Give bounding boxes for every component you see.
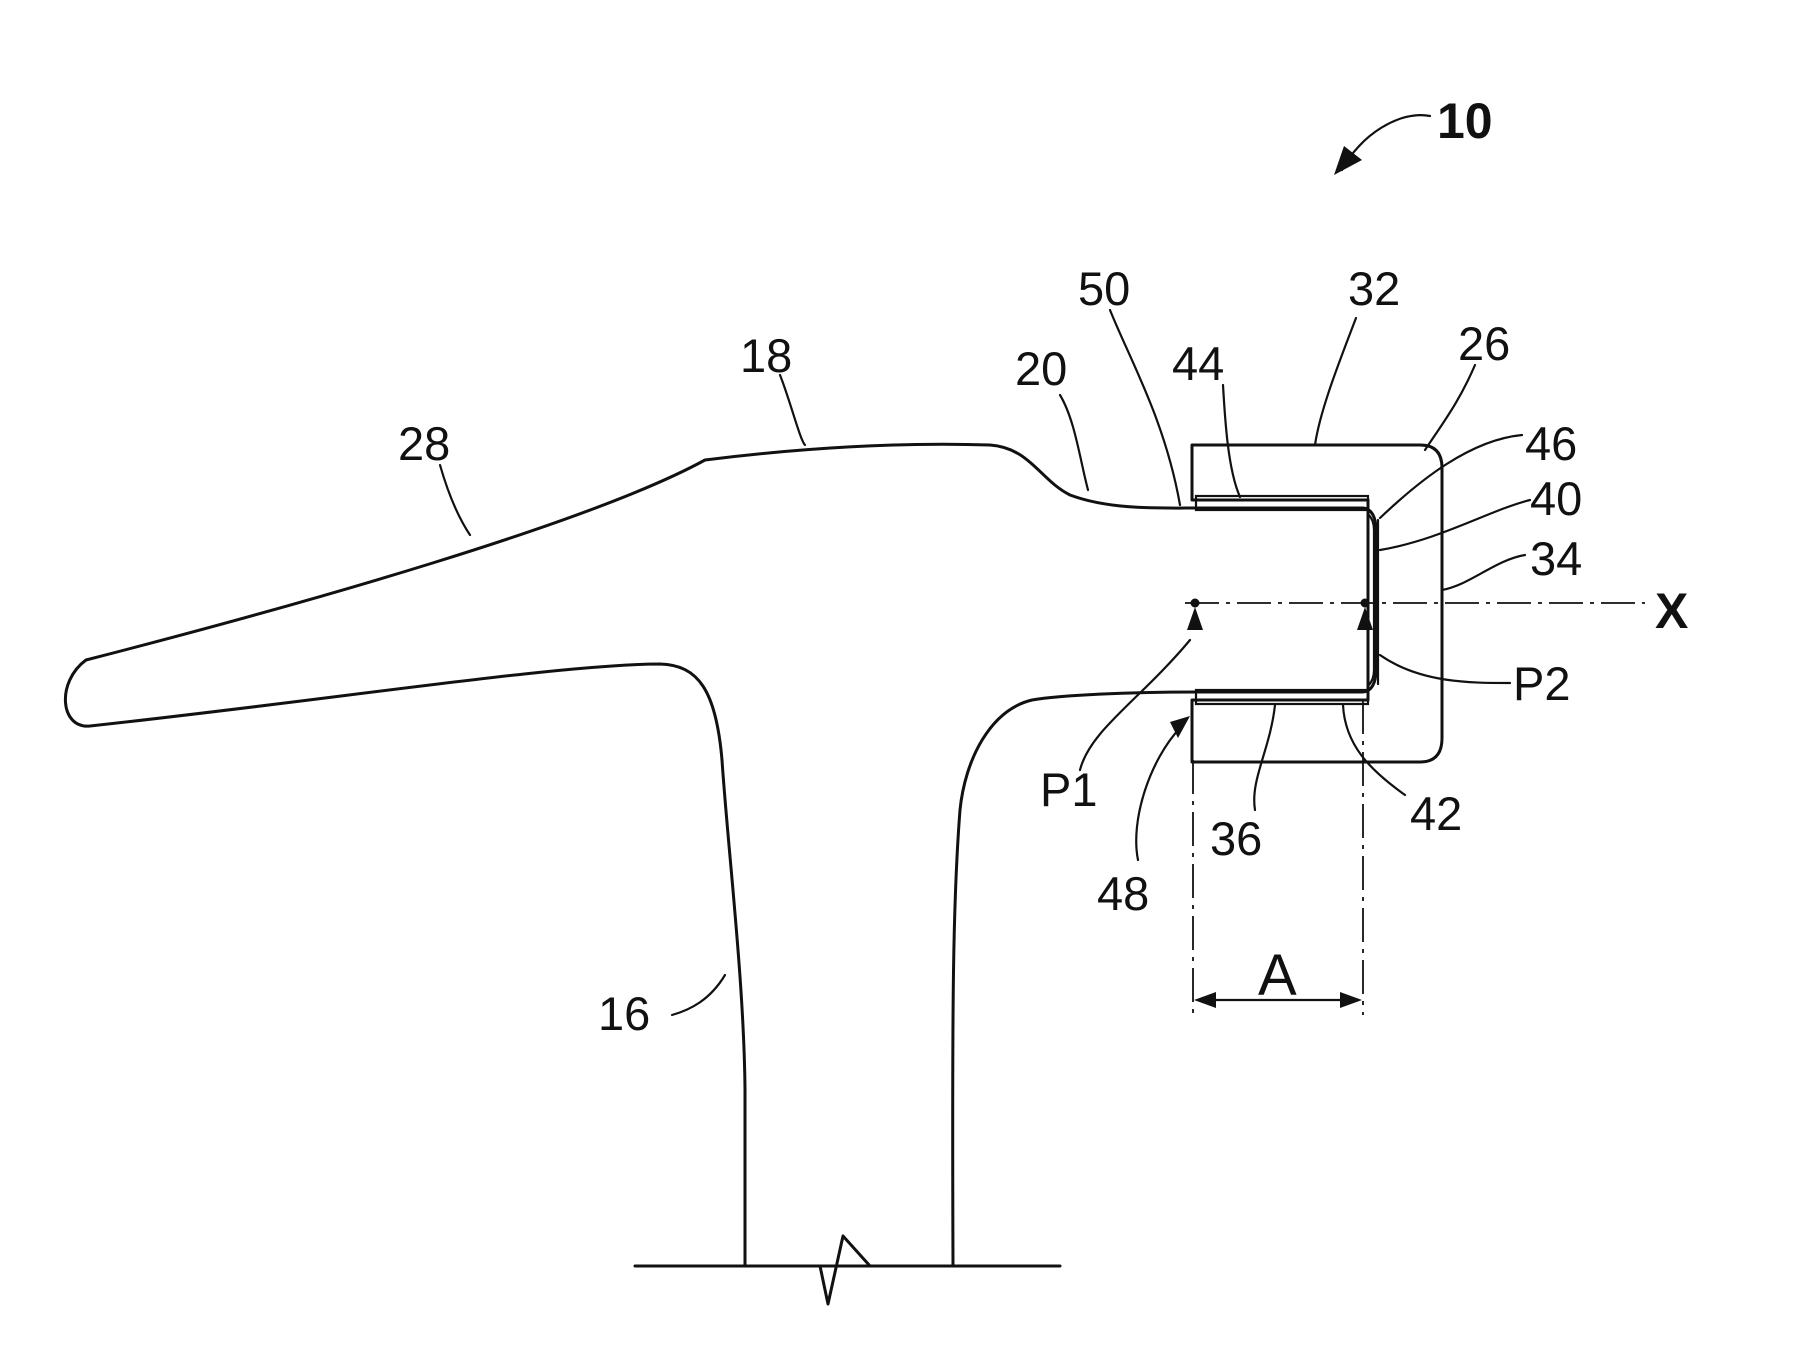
label-p2: P2: [1513, 657, 1571, 710]
label-26: 26: [1458, 317, 1510, 370]
label-10: 10: [1437, 93, 1493, 149]
leader-46: [1380, 435, 1522, 518]
label-40: 40: [1530, 472, 1582, 525]
leader-44: [1223, 385, 1240, 497]
leader-28: [440, 465, 470, 535]
leader-18: [780, 375, 805, 445]
label-28: 28: [398, 417, 450, 470]
leader-36: [1254, 705, 1275, 810]
label-50: 50: [1078, 262, 1130, 315]
leader-40: [1380, 500, 1530, 550]
label-p1: P1: [1040, 763, 1098, 816]
point-p1: [1191, 599, 1200, 608]
arrowhead-10: [1334, 146, 1362, 175]
p1-arrowhead: [1187, 607, 1203, 630]
leader-20: [1060, 395, 1088, 490]
label-20: 20: [1015, 342, 1067, 395]
leader-p1: [1080, 640, 1190, 770]
label-44: 44: [1172, 337, 1224, 390]
label-48: 48: [1097, 867, 1149, 920]
label-18: 18: [740, 329, 792, 382]
leader-50: [1110, 310, 1180, 505]
leader-26: [1425, 365, 1475, 450]
leader-48: [1136, 728, 1180, 860]
point-p2: [1361, 599, 1370, 608]
label-16: 16: [598, 987, 650, 1040]
leader-42: [1343, 705, 1405, 795]
leader-32: [1315, 318, 1356, 445]
label-34: 34: [1530, 532, 1582, 585]
leader-16: [672, 975, 725, 1015]
hammer-body: [65, 444, 1376, 1304]
label-a: A: [1258, 943, 1297, 1008]
label-46: 46: [1525, 417, 1577, 470]
label-x: X: [1655, 583, 1688, 639]
label-42: 42: [1410, 787, 1462, 840]
p2-arrowhead: [1357, 607, 1373, 630]
label-36: 36: [1210, 812, 1262, 865]
leader-34: [1442, 555, 1525, 590]
dim-arrowhead-left: [1194, 992, 1216, 1008]
dim-arrowhead-right: [1340, 992, 1362, 1008]
label-32: 32: [1348, 262, 1400, 315]
leader-p2: [1380, 655, 1510, 683]
